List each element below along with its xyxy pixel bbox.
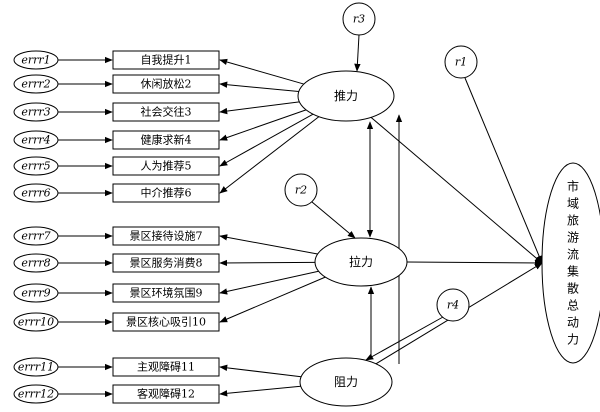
arrow-r2-pull [311, 201, 356, 239]
indicator-box [112, 253, 220, 273]
error-node [13, 253, 59, 273]
arrow-latent-6 [219, 116, 320, 194]
error-node [13, 183, 59, 203]
error-label: errr9 [21, 287, 50, 300]
indicator-box [112, 357, 220, 377]
indicator-label: 中介推荐6 [141, 186, 192, 200]
error-node [13, 384, 59, 404]
residual-label-r4: r4 [447, 299, 459, 312]
error-node [13, 102, 59, 122]
arrow-latent-3 [219, 101, 300, 115]
latent-push [297, 70, 395, 122]
indicator-label: 自我提升1 [141, 54, 192, 67]
indicator-label: 人为推荐5 [141, 159, 192, 173]
arrow-push-outcome [370, 116, 543, 264]
error-node [13, 312, 59, 332]
indicator-box [112, 226, 220, 246]
indicator-box [112, 102, 220, 122]
indicator-label: 主观障碍11 [137, 360, 195, 374]
arrow-latent-9 [219, 270, 319, 295]
indicator-box [112, 384, 220, 404]
arrow-r3-push [354, 34, 361, 72]
indicator-label: 客观障碍12 [137, 387, 195, 401]
indicator-label: 景区服务消费8 [130, 256, 203, 270]
error-label: errr12 [18, 388, 54, 401]
indicator-label: 休闲放松2 [141, 77, 192, 91]
error-node [13, 74, 59, 94]
error-label: errr3 [21, 106, 50, 119]
latent-resistance [299, 357, 393, 407]
error-label: errr8 [21, 257, 50, 270]
residual-r2 [284, 173, 318, 207]
residual-r1 [444, 45, 478, 79]
indicator-box [112, 183, 220, 203]
arrow-latent-11 [219, 364, 302, 378]
indicator-box [112, 283, 220, 303]
error-node [13, 226, 59, 246]
error-label: errr7 [21, 230, 50, 243]
indicator-label: 健康求新4 [141, 133, 192, 147]
latent-label-resistance: 阻力 [334, 375, 358, 389]
indicator-label: 景区接待设施7 [130, 229, 203, 243]
arrow-latent-1 [219, 58, 304, 85]
error-node [13, 156, 59, 176]
indicator-box [112, 50, 220, 70]
error-label: errr6 [21, 187, 50, 200]
arrow-r4-resistance [365, 316, 444, 361]
error-label: errr1 [21, 54, 50, 67]
arrow-latent-5 [219, 113, 314, 167]
residual-label-r2: r2 [295, 184, 307, 197]
latent-label-pull: 拉力 [349, 254, 373, 269]
indicator-label: 景区核心吸引10 [126, 315, 206, 329]
indicator-box [112, 156, 220, 176]
nodes-layer: errr1 自我提升1 errr2 休闲放松2 errr3 社会交往3 errr4 健康求新4… [13, 2, 600, 407]
error-node [13, 50, 59, 70]
error-node [13, 283, 59, 303]
residual-label-r1: r1 [455, 56, 467, 69]
indicator-box [112, 312, 220, 332]
residual-r4 [436, 288, 470, 322]
outcome-node [541, 162, 600, 364]
error-node [13, 130, 59, 150]
error-label: errr5 [21, 160, 50, 173]
residual-r3 [342, 2, 376, 36]
indicator-label: 社会交往3 [141, 105, 192, 119]
error-label: errr10 [18, 316, 54, 329]
outcome-label: 市域旅游流集散总动力 [567, 179, 579, 347]
indicator-label: 景区环境氛围9 [130, 286, 203, 300]
error-label: errr11 [18, 361, 54, 374]
arrow-latent-4 [219, 109, 307, 141]
arrow-latent-10 [219, 276, 326, 323]
error-node [13, 357, 59, 377]
error-label: errr4 [21, 134, 50, 147]
arrow-latent-8 [219, 259, 316, 267]
residual-label-r3: r3 [353, 13, 365, 26]
indicator-box [112, 130, 220, 150]
indicator-box [112, 74, 220, 94]
error-label: errr2 [21, 78, 50, 91]
arrow-latent-7 [219, 234, 318, 255]
arrow-latent-2 [219, 81, 299, 93]
latent-label-push: 推力 [334, 89, 358, 103]
latent-pull [314, 237, 408, 287]
arrow-r1-outcome [464, 77, 543, 264]
arrow-latent-12 [219, 385, 301, 397]
arrow-pull-outcome [406, 259, 543, 267]
